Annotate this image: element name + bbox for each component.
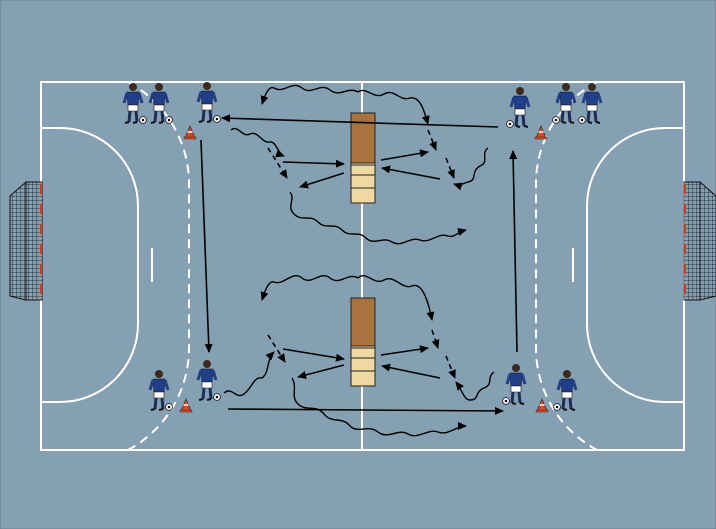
cone-icon: [535, 397, 549, 413]
pass-arrow: [299, 172, 345, 189]
ball-icon: [502, 397, 510, 405]
player-icon: [552, 83, 577, 124]
player-icon: [553, 370, 578, 411]
player-icon: [196, 360, 221, 401]
ball-icon: [213, 115, 221, 123]
vaulting-box-icon: [350, 297, 376, 347]
player-icon: [502, 364, 527, 405]
dashed-runs: [267, 129, 456, 379]
pass-arrow: [282, 159, 345, 168]
player-icon: [122, 83, 147, 124]
dribble-path: [223, 351, 275, 397]
right-goal-area: [586, 127, 684, 403]
ball-icon: [213, 393, 221, 401]
pass-arrow: [227, 406, 504, 415]
dribble-path: [291, 377, 467, 437]
pass-arrow: [380, 345, 429, 356]
dribble-path: [357, 89, 430, 125]
left-goal-area: [41, 127, 139, 403]
pass-arrow: [380, 149, 429, 161]
player-icon: [578, 83, 603, 124]
ball-icon: [139, 116, 147, 124]
dribble-path: [260, 275, 359, 301]
pass-arrow: [221, 114, 499, 128]
ball-icon: [578, 116, 586, 124]
player-icon: [506, 87, 531, 128]
player-icon: [148, 370, 173, 411]
player-icon: [148, 83, 173, 124]
dribble-paths: [223, 84, 495, 437]
cone-icon: [183, 124, 197, 140]
vaulting-box-top: [350, 112, 376, 204]
vaulting-box-bottom: [350, 297, 376, 387]
cone-icon: [179, 397, 193, 413]
vaulting-box-icon: [350, 112, 376, 164]
dribble-path: [260, 84, 359, 105]
cones: [179, 124, 549, 413]
dribble-path: [357, 275, 435, 321]
dribble-path: [289, 191, 467, 245]
ball-icon: [165, 116, 173, 124]
pass-arrow: [282, 348, 345, 362]
player-icon: [196, 82, 221, 123]
dribble-path: [455, 371, 495, 401]
ball-icon: [553, 403, 561, 411]
pass-arrow: [200, 139, 213, 353]
ball-icon: [165, 403, 173, 411]
pass-arrow: [297, 364, 345, 379]
cone-icon: [534, 124, 548, 140]
right-goal: [683, 180, 716, 301]
dribble-path: [230, 127, 285, 158]
dribble-path: [453, 147, 489, 191]
left-goal: [9, 180, 43, 301]
pass-arrow: [381, 165, 441, 180]
ball-icon: [552, 116, 560, 124]
ball-icon: [506, 120, 514, 128]
pass-arrow: [509, 150, 518, 353]
pass-arrow: [381, 363, 441, 379]
players: [122, 82, 603, 411]
pass-arrows: [200, 114, 518, 415]
